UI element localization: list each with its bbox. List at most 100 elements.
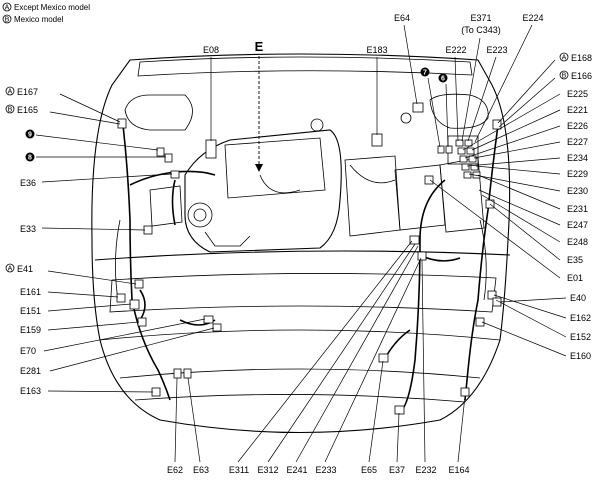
leader-e165 bbox=[49, 111, 121, 125]
connector-e65 bbox=[378, 353, 389, 363]
harness-left-main bbox=[122, 124, 171, 401]
label-e151: E151 bbox=[20, 306, 41, 316]
label-e371-note: (To C343) bbox=[461, 25, 501, 35]
label-e221: E221 bbox=[567, 105, 588, 115]
badge-9 bbox=[25, 129, 35, 139]
connector-e70 bbox=[203, 315, 214, 324]
legend-mark-b-text: B bbox=[5, 17, 10, 24]
leader-9 bbox=[35, 134, 159, 151]
label-e223: E223 bbox=[486, 45, 507, 55]
fuse-conn-e226 bbox=[459, 155, 468, 163]
connector-e281 bbox=[212, 323, 222, 332]
label-e226: E226 bbox=[567, 121, 588, 131]
legend: A Except Mexico model B Mexico model bbox=[2, 2, 90, 24]
badge-8-text: 8 bbox=[28, 155, 32, 162]
label-e160: E160 bbox=[570, 351, 591, 361]
label-e247: E247 bbox=[567, 220, 588, 230]
cowl-top bbox=[137, 56, 473, 77]
fuse-conn-e221 bbox=[466, 147, 475, 155]
leader-7 bbox=[427, 77, 441, 148]
leader-e167 bbox=[59, 93, 121, 123]
label-e62: E62 bbox=[167, 465, 183, 475]
leader-e160 bbox=[481, 321, 567, 357]
label-e164: E164 bbox=[448, 465, 469, 475]
legend-mark-b bbox=[2, 14, 12, 24]
connector-e168 bbox=[492, 119, 502, 130]
prefix-a-e168-text: A bbox=[562, 55, 567, 62]
label-e233: E233 bbox=[315, 465, 336, 475]
label-e222: E222 bbox=[445, 45, 466, 55]
leader-e36 bbox=[41, 173, 173, 183]
bumper-line-upper bbox=[99, 329, 501, 341]
alternator bbox=[204, 231, 251, 247]
leader-e01 bbox=[429, 179, 561, 279]
label-e163: E163 bbox=[20, 386, 41, 396]
badge-7-text: 7 bbox=[423, 70, 427, 77]
connector-e161 bbox=[116, 293, 126, 303]
view-arrow-head bbox=[255, 164, 263, 172]
connector-e167 bbox=[117, 118, 127, 129]
legend-mark-a-text: A bbox=[5, 5, 10, 12]
label-e63: E63 bbox=[193, 465, 209, 475]
leader-e241 bbox=[295, 245, 419, 463]
connector-e162 bbox=[487, 290, 497, 300]
leader-e311 bbox=[237, 240, 413, 463]
label-e312: E312 bbox=[257, 465, 278, 475]
label-e230: E230 bbox=[567, 186, 588, 196]
leader-e247 bbox=[478, 189, 561, 226]
leader-e248 bbox=[481, 194, 561, 243]
label-e225: E225 bbox=[567, 89, 588, 99]
label-e281: E281 bbox=[20, 366, 41, 376]
badge-9-text: 9 bbox=[28, 132, 32, 139]
left-strut-tower bbox=[124, 94, 193, 131]
label-e248: E248 bbox=[567, 237, 588, 247]
intake-manifold bbox=[224, 137, 326, 199]
leader-e281 bbox=[49, 327, 215, 372]
connectors bbox=[116, 118, 502, 415]
label-e35: E35 bbox=[567, 255, 583, 265]
leader-e33 bbox=[41, 227, 146, 231]
prefix-a-e41-text: A bbox=[8, 266, 13, 273]
fuse-conn-e225 bbox=[457, 147, 466, 155]
connector-6 bbox=[445, 145, 453, 154]
brake-master-cylinder bbox=[149, 185, 183, 227]
leader-e230 bbox=[468, 173, 561, 192]
leader-e223 bbox=[467, 56, 497, 142]
label-e64: E64 bbox=[394, 13, 410, 23]
engine-cover-logo bbox=[259, 174, 301, 194]
label-e166: E166 bbox=[571, 71, 592, 81]
labels-bottom: E62 E63 E311 E312 E241 E233 E65 E37 E232… bbox=[167, 465, 470, 475]
engine-assembly bbox=[149, 102, 485, 253]
bumper-line-lower bbox=[119, 368, 481, 379]
prefix-b-e166 bbox=[559, 70, 569, 80]
label-e371: E371 bbox=[470, 13, 491, 23]
label-e234: E234 bbox=[567, 153, 588, 163]
label-e152: E152 bbox=[570, 332, 591, 342]
view-arrow-e: E bbox=[255, 39, 264, 172]
leader-e41 bbox=[47, 270, 137, 285]
fuse-conn-e230 bbox=[463, 171, 472, 179]
fuse-conn-e227 bbox=[468, 155, 477, 163]
connector-e63 bbox=[183, 368, 192, 379]
badge-8 bbox=[25, 152, 35, 162]
leader-e312 bbox=[267, 243, 416, 463]
leader-e65 bbox=[368, 360, 384, 463]
fuse-conn-e234 bbox=[461, 163, 470, 171]
badge-7 bbox=[420, 67, 430, 77]
leader-e227 bbox=[473, 141, 561, 159]
leader-e161 bbox=[47, 291, 119, 298]
battery bbox=[394, 164, 446, 231]
leader-e40 bbox=[499, 297, 567, 303]
leader-e159 bbox=[47, 321, 140, 331]
label-e183: E183 bbox=[366, 45, 387, 55]
prefix-b-e165-text: B bbox=[8, 107, 13, 114]
connector-e37 bbox=[394, 405, 405, 415]
leader-e70 bbox=[43, 318, 206, 352]
engine-cover bbox=[184, 129, 342, 253]
air-cleaner-box bbox=[344, 155, 401, 237]
label-e229: E229 bbox=[567, 169, 588, 179]
leader-e234 bbox=[466, 157, 561, 167]
legend-text-a: Except Mexico model bbox=[14, 3, 90, 12]
connector-e36 bbox=[170, 170, 180, 179]
